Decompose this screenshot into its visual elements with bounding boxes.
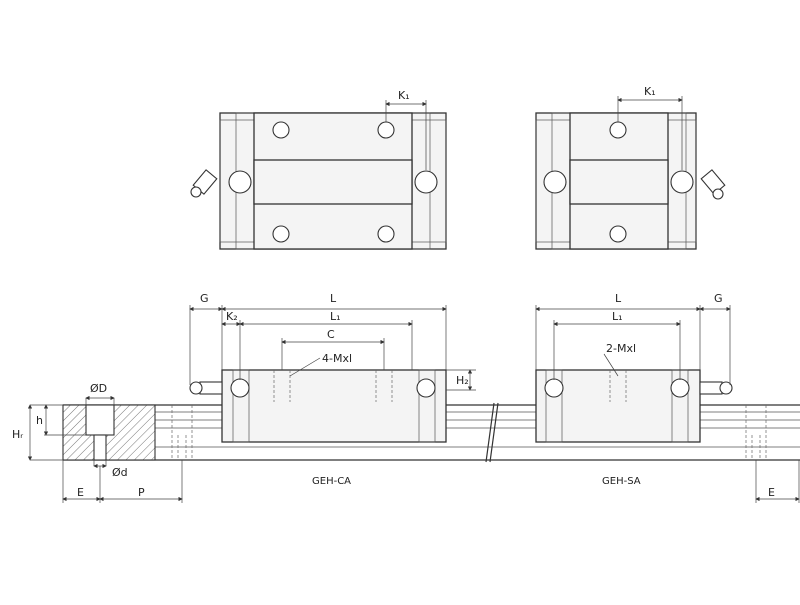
dim-od: ØD bbox=[90, 382, 107, 395]
dim-l1-left: L₁ bbox=[330, 310, 341, 323]
caption-geh-ca: GEH-CA bbox=[312, 476, 351, 487]
grease-nipple-icon bbox=[699, 381, 733, 395]
dim-h2: H₂ bbox=[456, 374, 469, 387]
dimensions-ca: G L K₂ L₁ C 4-Mxl H₂ bbox=[189, 292, 476, 391]
grease-nipple-icon bbox=[189, 381, 223, 395]
dim-h: h bbox=[36, 414, 43, 427]
dim-l-left: L bbox=[330, 292, 337, 305]
label-4-mxl: 4-Mxl bbox=[322, 352, 352, 365]
caption-geh-sa: GEH-SA bbox=[602, 476, 641, 487]
grease-nipple-icon bbox=[190, 169, 218, 198]
dim-c: C bbox=[327, 328, 335, 341]
dim-e-left: E bbox=[77, 486, 84, 499]
dim-l-right: L bbox=[615, 292, 622, 305]
dim-e-right: E bbox=[768, 486, 775, 499]
dimensions-sa: L G L₁ 2-Mxl bbox=[535, 292, 731, 385]
dimensions-rail: ØD Ød h Hᵣ E P E bbox=[12, 382, 800, 503]
dim-g-left: G bbox=[200, 292, 209, 305]
top-view-right: K₁ bbox=[535, 85, 726, 250]
dim-k1-left: K₁ bbox=[398, 89, 410, 102]
dim-od-small: Ød bbox=[112, 466, 128, 479]
block-sa-side bbox=[535, 369, 733, 443]
dim-hr: Hᵣ bbox=[12, 428, 23, 441]
label-2-mxl: 2-Mxl bbox=[606, 342, 636, 355]
dim-l1-right: L₁ bbox=[612, 310, 623, 323]
dim-g-right: G bbox=[714, 292, 723, 305]
grease-nipple-icon bbox=[700, 169, 726, 200]
dim-k2: K₂ bbox=[226, 310, 238, 323]
block-ca-side bbox=[189, 369, 447, 443]
dim-p: P bbox=[138, 486, 145, 499]
dim-k1-right: K₁ bbox=[644, 85, 656, 98]
top-view-left: K₁ bbox=[190, 89, 447, 250]
